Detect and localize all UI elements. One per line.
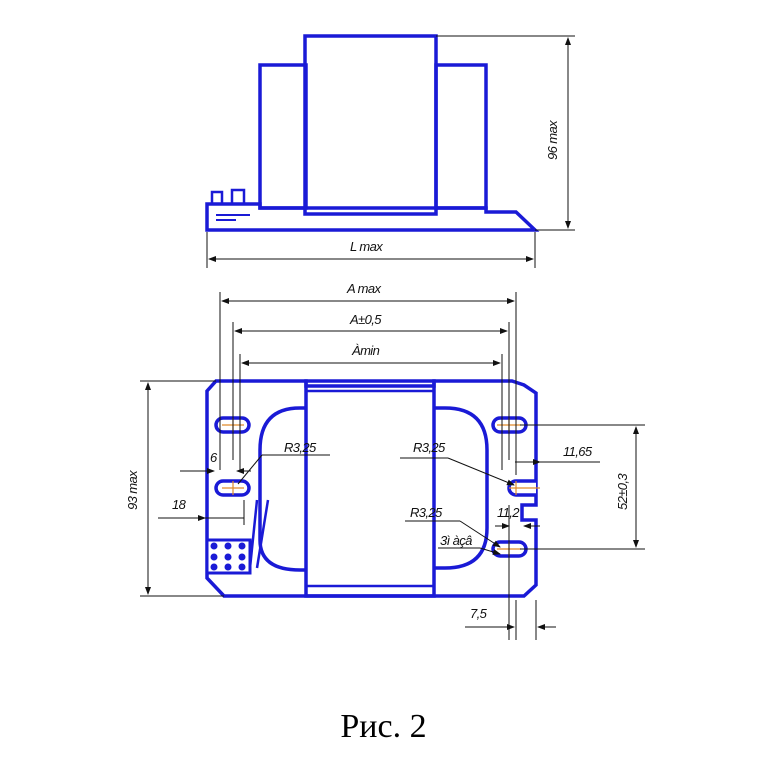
side-coil-left xyxy=(258,63,308,210)
terminal-block xyxy=(205,538,252,575)
side-coil-right xyxy=(434,63,488,210)
figure-caption: Рис. 2 xyxy=(340,708,427,745)
top-core xyxy=(304,379,436,598)
dim-11-2: 11,2 xyxy=(497,505,520,520)
holes-note: 3ì àçâ xyxy=(440,533,472,548)
side-terminal-1 xyxy=(210,190,224,204)
dim-11-65: 11,65 xyxy=(563,444,593,459)
side-base xyxy=(205,202,540,232)
dim-7-5: 7,5 xyxy=(470,606,488,621)
dim-r-left: R3,25 xyxy=(284,440,317,455)
dim-52: 52±0,3 xyxy=(615,473,630,510)
dim-length: L max xyxy=(350,239,383,254)
slot-centerlines xyxy=(222,418,540,556)
side-view xyxy=(205,34,540,232)
side-dimensions xyxy=(206,35,575,268)
dim-a-min: Àmin xyxy=(351,343,380,358)
coil-window-left xyxy=(258,406,306,572)
dim-height-93: 93 max xyxy=(125,470,140,510)
side-terminal-2 xyxy=(230,188,246,204)
dim-height-96: 96 max xyxy=(545,120,560,160)
top-dimensions xyxy=(140,292,645,640)
dim-18: 18 xyxy=(172,497,187,512)
coil-window-right xyxy=(434,406,489,570)
dim-a-tol: A±0,5 xyxy=(349,312,382,327)
dim-6: 6 xyxy=(210,450,218,465)
side-core xyxy=(303,34,438,216)
top-view xyxy=(205,379,538,598)
dim-r-right-top: R3,25 xyxy=(413,440,446,455)
dim-r-right-bottom: R3,25 xyxy=(410,505,443,520)
dim-a-max: A max xyxy=(346,281,381,296)
